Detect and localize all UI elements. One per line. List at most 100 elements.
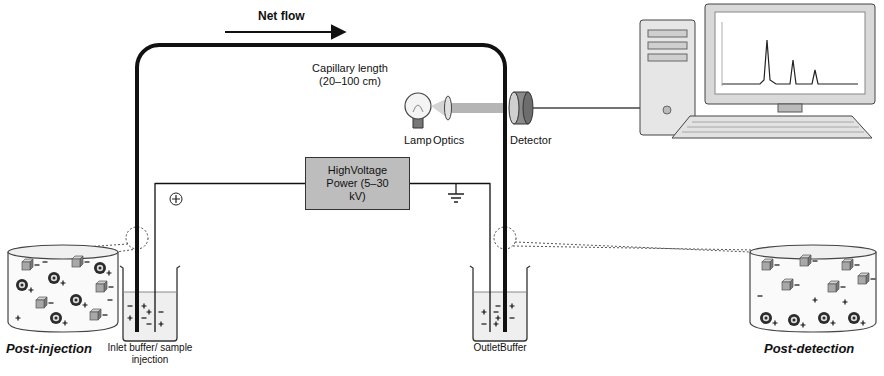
post-detection-beaker <box>763 315 769 321</box>
computer <box>648 42 687 49</box>
post-injection-beaker <box>53 277 56 280</box>
vial-part <box>482 304 515 327</box>
charge-mark <box>871 278 876 279</box>
charge-mark <box>49 302 54 303</box>
vial-part <box>128 304 164 327</box>
computer <box>705 4 875 104</box>
post-detection-beaker <box>770 259 773 270</box>
post-detection-beaker <box>858 276 866 284</box>
computer <box>648 30 687 37</box>
charge-mark <box>159 322 164 327</box>
light-beam <box>431 99 446 117</box>
post-detection-beaker <box>848 312 860 324</box>
computer <box>663 106 671 114</box>
anion-cube <box>22 259 33 270</box>
charge-mark <box>813 298 818 303</box>
hv-wire <box>410 184 490 263</box>
hv-polarity <box>170 193 182 205</box>
charge-mark <box>482 310 487 315</box>
buffer-vial <box>455 262 545 342</box>
charge-mark <box>108 299 113 300</box>
post-detection-beaker <box>760 312 772 324</box>
post-injection-beaker <box>50 312 62 324</box>
ground-symbol <box>448 184 464 202</box>
panel-label: Post-injection <box>6 342 92 355</box>
cation-ball <box>50 312 62 324</box>
post-injection-beaker <box>97 265 103 271</box>
charge-mark <box>841 286 846 287</box>
post-detection-beaker <box>808 255 811 266</box>
computer <box>640 20 695 135</box>
post-injection-beaker <box>98 309 101 320</box>
computer <box>722 22 723 86</box>
anion-cube <box>800 255 811 266</box>
charge-mark <box>142 317 147 318</box>
computer <box>778 104 802 112</box>
post-injection-beaker <box>22 262 30 270</box>
post-detection-beaker <box>750 252 876 332</box>
post-injection-beaker <box>8 245 118 259</box>
detector-symbol <box>509 92 533 124</box>
computer <box>648 54 687 61</box>
hv-polarity <box>172 195 180 203</box>
lamp-symbol <box>413 105 423 112</box>
post-injection-beaker <box>51 275 57 281</box>
post-detection-beaker <box>851 315 857 321</box>
charge-mark <box>16 316 21 321</box>
part-label: Lamp <box>404 134 432 147</box>
charge-mark <box>35 264 40 265</box>
charge-mark <box>128 316 133 321</box>
charge-mark <box>29 288 34 293</box>
post-detection-beaker <box>800 258 808 266</box>
post-detection-beaker <box>842 262 850 270</box>
vial-part <box>473 292 527 293</box>
post-injection-beaker <box>70 294 82 306</box>
charge-mark <box>801 323 806 328</box>
post-injection-beaker <box>19 282 25 288</box>
charge-mark <box>147 310 152 315</box>
inlet-vial: Inlet buffer/ sample injection <box>105 262 195 366</box>
detector-symbol <box>523 92 533 124</box>
post-injection-beaker <box>73 297 79 303</box>
post-injection-beaker <box>55 317 58 320</box>
post-injection-beaker <box>90 312 98 320</box>
computer <box>722 40 858 84</box>
vial-part <box>123 292 177 341</box>
lamp-symbol <box>405 93 431 119</box>
charge-mark <box>83 303 88 308</box>
panel-label: Post-detection <box>764 342 854 355</box>
post-detection-beaker <box>793 319 796 322</box>
post-injection-beaker <box>96 284 104 292</box>
post-detection-beaker <box>750 245 876 332</box>
post-injection-beaker <box>75 299 78 302</box>
cation-ball <box>94 262 106 274</box>
charge-mark <box>147 323 152 324</box>
hv-wire <box>155 184 305 263</box>
charge-mark <box>103 314 108 315</box>
post-injection-beaker <box>99 267 102 270</box>
optics-lens <box>445 96 452 120</box>
signal-cable <box>533 108 640 109</box>
lamp-symbol <box>405 93 431 128</box>
charge-mark <box>63 321 68 326</box>
anion-cube <box>858 273 869 284</box>
light-beam <box>451 103 503 113</box>
post-injection-beaker <box>36 300 44 308</box>
vial-part <box>473 292 527 341</box>
charge-mark <box>109 286 114 287</box>
post-detection-beaker <box>828 284 836 292</box>
anion-cube <box>72 256 83 267</box>
detector-symbol <box>509 92 519 124</box>
light-beam <box>431 99 503 117</box>
vial-label: Inlet buffer/ sample injection <box>105 342 195 366</box>
anion-cube <box>782 279 793 290</box>
capillary-label: Capillary length (20–100 cm) <box>300 62 400 88</box>
post-detection-beaker <box>850 259 853 270</box>
charge-mark <box>482 323 487 324</box>
anion-cube <box>828 281 839 292</box>
buffer-vial <box>105 262 195 342</box>
post-injection-beaker <box>8 252 118 332</box>
vial-part <box>470 266 530 341</box>
post-detection-beaker <box>866 273 869 284</box>
charge-mark <box>142 304 147 309</box>
